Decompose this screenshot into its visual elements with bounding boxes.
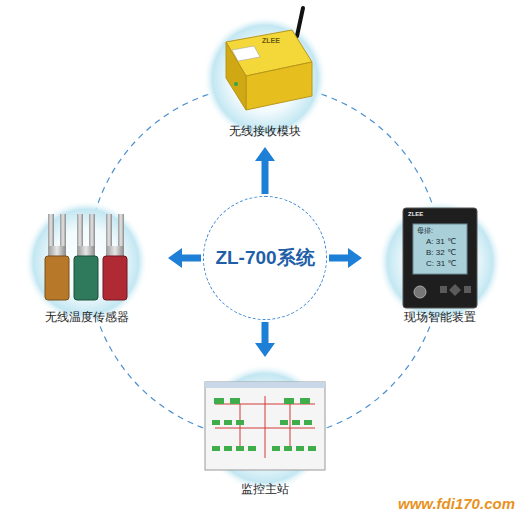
flow-arrow [329, 248, 362, 268]
glow-right [378, 200, 502, 324]
flow-arrow [255, 147, 275, 194]
node-label: 无线接收模块 [195, 123, 335, 140]
screen-reading: B: 32 ℃ [426, 249, 456, 258]
screen-reading: 母排: [417, 227, 433, 235]
component-node: 监控主站 [195, 362, 335, 500]
node-label: 现场智能装置 [367, 309, 513, 326]
system-title: ZL-700系统 [215, 245, 314, 271]
field-device [403, 208, 477, 308]
component-node: 无线温度传感器 [11, 200, 163, 328]
brand-mark: ZLEE [408, 211, 423, 218]
flow-arrow [255, 322, 275, 357]
screen-reading: A: 31 ℃ [426, 238, 456, 247]
temperature-sensors [45, 214, 127, 300]
glow-bottom [201, 364, 329, 492]
node-label: 监控主站 [195, 481, 335, 498]
watermark: www.fdi170.com [398, 496, 515, 513]
monitor-screen [205, 382, 325, 470]
flow-arrow [168, 248, 201, 268]
node-label: 无线温度传感器 [11, 309, 163, 326]
screen-reading: C: 31 ℃ [426, 260, 456, 269]
receiver-module [226, 8, 312, 110]
glow-top [203, 16, 327, 140]
glow-left [24, 200, 148, 324]
brand-mark: ZLEE [262, 37, 280, 45]
system-circle: ZL-700系统 [203, 196, 327, 320]
component-node: 无线接收模块 [195, 18, 335, 142]
